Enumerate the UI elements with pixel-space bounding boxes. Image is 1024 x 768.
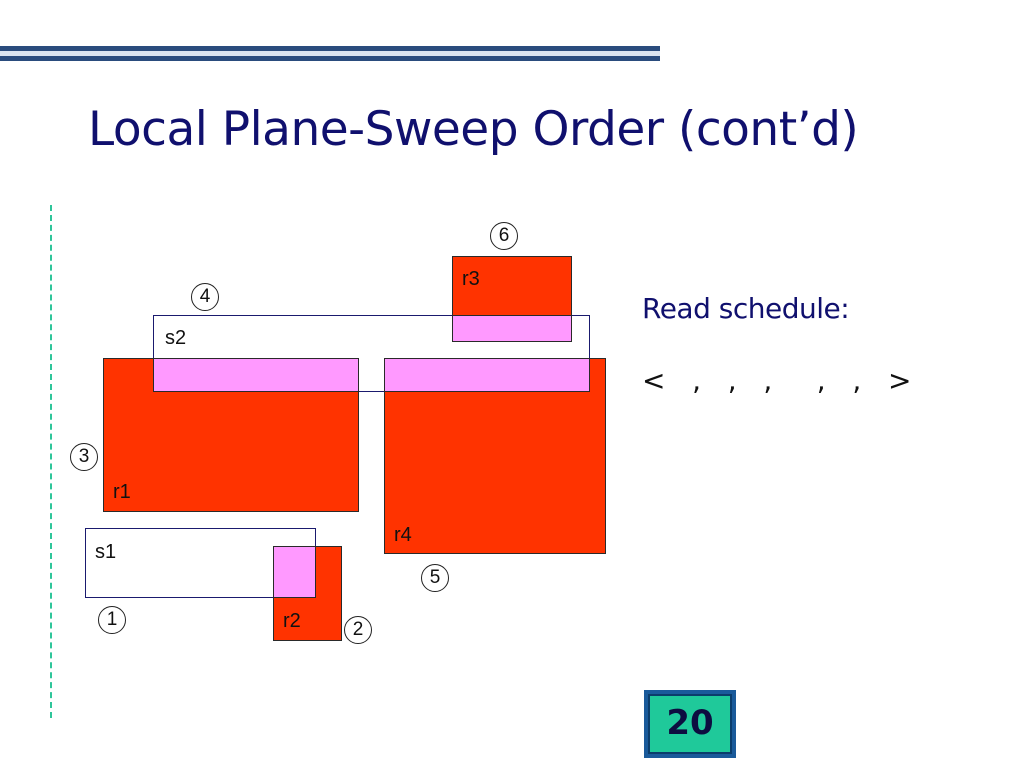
slide-title: Local Plane-Sweep Order (cont’d) [88, 102, 859, 157]
circle-number-2: 2 [344, 616, 372, 644]
header-rule-dark-top [0, 46, 660, 51]
label-s2: s2 [165, 327, 187, 349]
circle-number-5: 5 [421, 564, 449, 592]
read-schedule-label: Read schedule: [642, 292, 850, 325]
label-s1: s1 [95, 541, 117, 563]
label-r2: r2 [283, 610, 301, 632]
page-number: 20 [648, 694, 732, 754]
header-rule-light [0, 51, 660, 56]
label-r4: r4 [394, 524, 412, 546]
label-r1: r1 [113, 481, 131, 503]
dashed-guide-line [50, 205, 52, 718]
page-number-box: 20 [644, 690, 736, 758]
overlap-r1-s2 [153, 358, 359, 392]
label-r3: r3 [462, 268, 480, 290]
header-rule-dark-bottom [0, 56, 660, 61]
circle-number-1: 1 [98, 606, 126, 634]
overlap-r2-s1 [273, 546, 316, 598]
overlap-r3-s2 [452, 315, 572, 342]
header-rule [0, 46, 660, 63]
circle-number-3: 3 [70, 443, 98, 471]
schedule-sequence: < , , , , , > [642, 364, 912, 397]
overlap-r4-s2 [384, 358, 590, 392]
circle-number-4: 4 [191, 283, 219, 311]
circle-number-6: 6 [490, 222, 518, 250]
